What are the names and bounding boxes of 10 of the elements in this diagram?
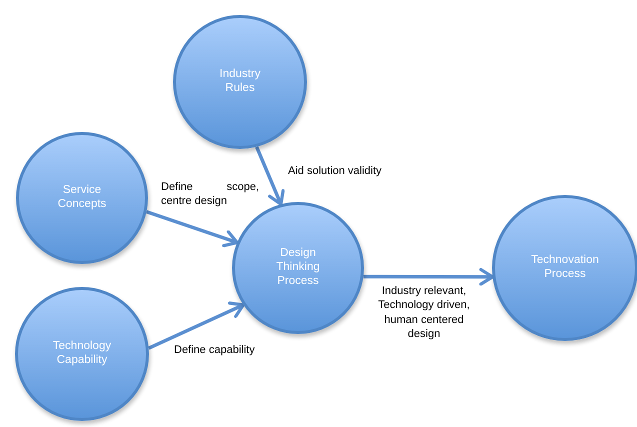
node-label: Technology Capability	[52, 340, 112, 368]
arrow	[148, 302, 245, 350]
node-label: Design Thinking Process	[275, 247, 321, 289]
arrow	[363, 268, 494, 286]
node-label: Service Concepts	[56, 184, 108, 212]
edge-label: Define scope, centre design	[161, 180, 259, 209]
arrow	[146, 210, 239, 248]
node-label: Technovation Process	[530, 254, 600, 282]
arrow	[255, 146, 285, 206]
node-label: Industry Rules	[218, 68, 262, 96]
